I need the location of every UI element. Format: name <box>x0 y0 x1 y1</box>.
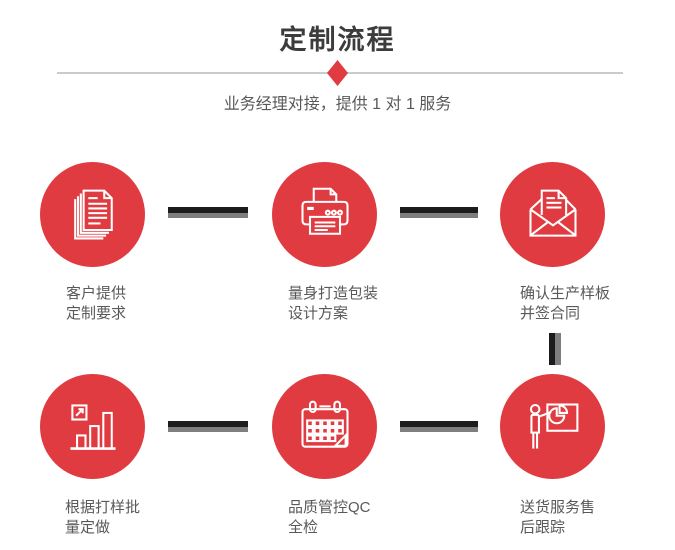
page-title: 定制流程 <box>279 25 396 55</box>
step-4-label: 根据打样批 量定做 <box>65 499 141 536</box>
step-5-circle <box>272 374 377 479</box>
step-3-label: 确认生产样板 并签合同 <box>520 285 611 322</box>
bar-chart-icon <box>70 403 115 450</box>
documents-icon <box>73 189 113 239</box>
subtitle: 业务经理对接，提供 1 对 1 服务 <box>223 96 452 113</box>
step-1-label: 客户提供 定制要求 <box>66 285 127 322</box>
connector-step1-step2 <box>168 207 248 218</box>
step-6-circle <box>500 374 605 479</box>
step-4-circle <box>40 374 145 479</box>
step-6-label: 送货服务售 后跟踪 <box>520 499 596 536</box>
step-5-label: 品质管控QC 全检 <box>288 499 371 536</box>
calendar-icon <box>300 400 349 448</box>
envelope-icon <box>528 189 577 237</box>
connector-step3-step6 <box>549 333 561 365</box>
connector-step2-step3 <box>400 207 478 218</box>
step-2-label: 量身打造包装 设计方案 <box>288 285 379 322</box>
diamond-icon <box>327 60 348 86</box>
presenter-icon <box>529 402 578 449</box>
step-2-circle <box>272 162 377 267</box>
connector-step5-step6 <box>400 421 478 432</box>
printer-icon <box>300 187 349 235</box>
step-1-circle <box>40 162 145 267</box>
connector-step4-step5 <box>168 421 248 432</box>
step-3-circle <box>500 162 605 267</box>
